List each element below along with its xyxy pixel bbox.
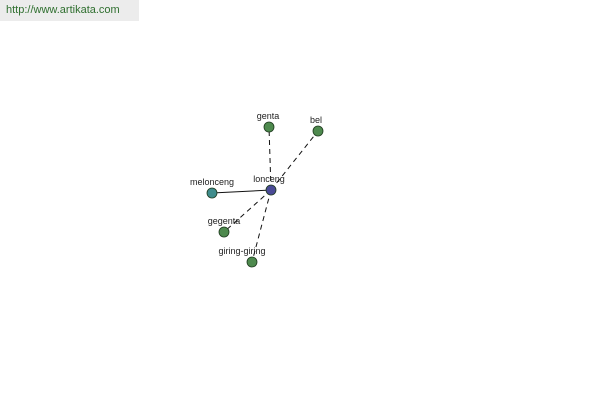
edge-layer [211,126,319,263]
edge-lonceng-melonceng [211,189,272,194]
node-label-bel[interactable]: bel [310,115,322,125]
node-dot-lonceng[interactable] [265,184,277,196]
node-label-lonceng[interactable]: lonceng [253,174,285,184]
node-dot-giring-giring[interactable] [246,256,258,268]
node-dot-bel[interactable] [312,125,324,137]
node-dot-gegenta[interactable] [218,226,230,238]
node-label-giring-giring[interactable]: giring-giring [218,246,265,256]
node-melonceng[interactable]: melonceng [190,177,234,199]
node-genta[interactable]: genta [257,111,280,133]
node-label-genta[interactable]: genta [257,111,280,121]
node-dot-melonceng[interactable] [206,187,218,199]
node-bel[interactable]: bel [310,115,324,137]
source-url-watermark[interactable]: http://www.artikata.com [0,0,139,21]
node-giring-giring[interactable]: giring-giring [218,246,266,268]
node-layer: lonceng genta bel melonceng gegenta giring-gi… [190,111,324,268]
node-lonceng[interactable]: lonceng [253,174,285,196]
node-gegenta[interactable]: gegenta [208,216,241,238]
node-dot-genta[interactable] [263,121,275,133]
node-label-gegenta[interactable]: gegenta [208,216,241,226]
edge-lonceng-gegenta [223,189,272,233]
edge-lonceng-bel [270,130,319,191]
edge-lonceng-genta [268,126,272,191]
edge-lonceng-giring-giring [251,189,272,263]
node-label-melonceng[interactable]: melonceng [190,177,234,187]
